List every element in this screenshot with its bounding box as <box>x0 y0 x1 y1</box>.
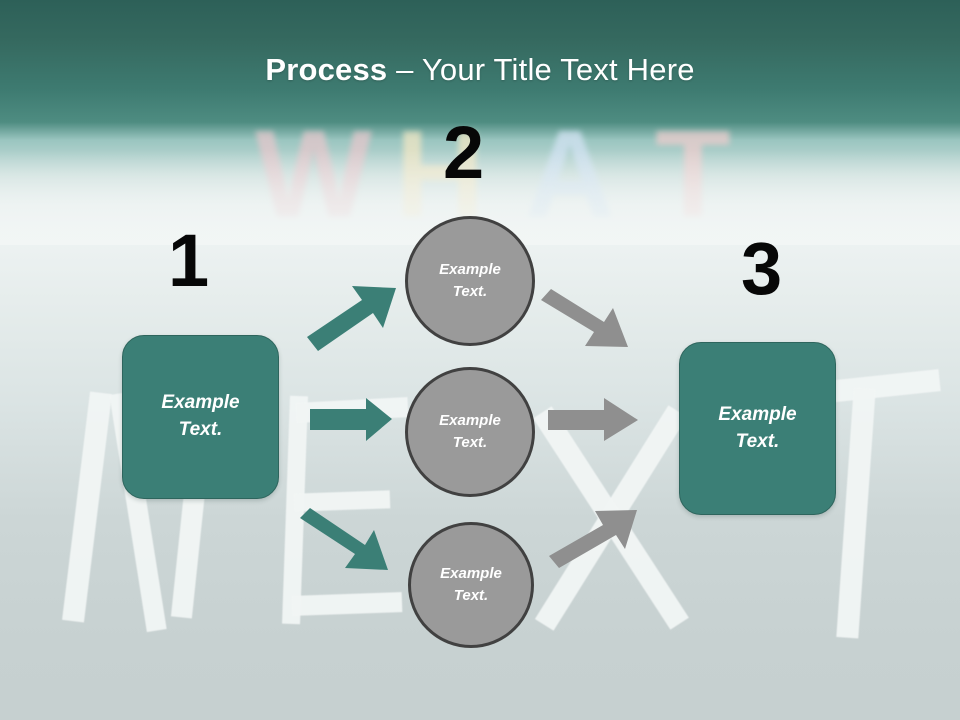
step-number-2: 2 <box>443 111 485 194</box>
step-3-box-line1: Example <box>718 403 797 425</box>
step-2-circle-bottom[interactable]: Example Text. <box>408 522 534 648</box>
step-3-box-line2: Text. <box>735 430 780 452</box>
step-2-circle-top-line2: Text. <box>452 283 488 300</box>
step-2-circle-middle[interactable]: Example Text. <box>405 367 535 497</box>
step-1-box-line1: Example <box>161 392 240 414</box>
step-1-box-line2: Text. <box>178 419 223 440</box>
step-number-3: 3 <box>741 227 783 310</box>
step-2-circle-top[interactable]: Example Text. <box>405 216 535 346</box>
step-3-box[interactable]: Example Text. <box>679 342 836 515</box>
slide-title-rest: – Your Title Text Here <box>387 52 695 87</box>
step-2-circle-middle-line1: Example <box>439 412 501 430</box>
step-2-circle-bottom-line1: Example <box>440 565 502 583</box>
step-number-1: 1 <box>168 219 210 302</box>
step-1-box[interactable]: Example Text. <box>122 335 279 499</box>
slide-title-strong: Process <box>265 52 388 87</box>
slide-title: Process – Your Title Text Here <box>0 52 960 88</box>
step-2-circle-middle-line2: Text. <box>452 434 488 451</box>
step-2-circle-bottom-line2: Text. <box>453 587 489 604</box>
step-2-circle-top-line1: Example <box>439 261 501 279</box>
